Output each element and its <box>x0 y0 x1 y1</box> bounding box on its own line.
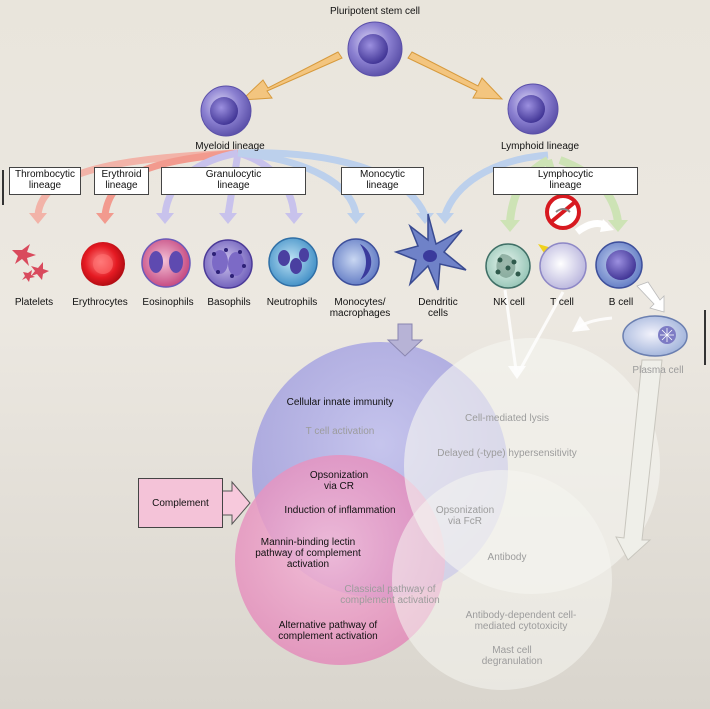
erythrocytes-label: Erythrocytes <box>72 297 128 308</box>
monocytes-line1: Monocytes/ <box>334 297 386 308</box>
venn-antibody: Antibody <box>487 552 527 563</box>
neutrophil-icon <box>268 237 318 287</box>
alternative-line2: complement activation <box>278 631 378 642</box>
dendritic-line2: cells <box>427 308 448 319</box>
plasma-cell-icon <box>622 315 688 357</box>
venn-classical-pathway: Classical pathway of complement activati… <box>340 584 440 606</box>
stem-cell <box>347 21 403 77</box>
lymphocytic-lineage-box: Lymphocytic lineage <box>493 167 638 195</box>
monocytic-line2: lineage <box>366 180 399 191</box>
complement-box: Complement <box>138 478 223 528</box>
eosinophils-label: Eosinophils <box>142 297 194 308</box>
neutrophils-label: Neutrophils <box>266 297 318 308</box>
venn-delayed-hypersensitivity: Delayed (-type) hypersensitivity <box>437 448 577 459</box>
granulocytic-line1: Granulocytic <box>205 169 262 180</box>
venn-cellular-innate: Cellular innate immunity <box>286 397 394 408</box>
b-to-plasma-arrow <box>636 281 665 313</box>
monocytic-lineage-box: Monocytic lineage <box>341 167 424 195</box>
venn-opsonization-cr: Opsonization via CR <box>310 470 368 492</box>
t-cell-label: T cell <box>550 297 574 308</box>
adcc-line2: mediated cytotoxicity <box>474 621 568 632</box>
monocytic-line1: Monocytic <box>359 169 405 180</box>
stem-arrows <box>240 51 504 101</box>
venn-alternative-pathway: Alternative pathway of complement activa… <box>278 620 378 642</box>
adcc-line1: Antibody-dependent cell- <box>465 610 577 621</box>
myeloid-progenitor-cell <box>200 85 252 137</box>
venn-circle-humoral <box>392 470 612 690</box>
venn-opsonization-fcr: Opsonization via FcR <box>436 505 494 527</box>
basophils-label: Basophils <box>207 297 251 308</box>
dendritic-line1: Dendritic <box>418 297 458 308</box>
venn-cell-mediated-lysis: Cell-mediated lysis <box>465 413 549 424</box>
b-cell-label: B cell <box>608 297 634 308</box>
alternative-line1: Alternative pathway of <box>278 620 378 631</box>
stem-cell-label: Pluripotent stem cell <box>329 6 421 17</box>
t-cell-icon <box>539 242 587 290</box>
lymphocytic-line2: lineage <box>549 180 582 191</box>
myeloid-lineage-label: Myeloid lineage <box>195 141 265 152</box>
monocytes-line2: macrophages <box>329 308 391 319</box>
monocytes-label: Monocytes/ macrophages <box>330 297 391 319</box>
basophil-icon <box>203 239 253 289</box>
mast-line1: Mast cell <box>492 645 532 656</box>
venn-arrow-heads <box>508 316 590 379</box>
nk-cell-icon <box>485 243 531 289</box>
nk-cell-label: NK cell <box>493 297 525 308</box>
erythroid-lineage-box: Erythroid lineage <box>94 167 149 195</box>
myeloid-to-venn-arrow <box>386 323 424 357</box>
lymphoid-arrow-heads <box>500 220 628 232</box>
plasma-cell-label: Plasma cell <box>632 365 684 376</box>
dendritic-label: Dendritic cells <box>418 297 457 319</box>
lymphoid-lineage-label: Lymphoid lineage <box>500 141 580 152</box>
t-to-nk-arrow <box>538 244 552 256</box>
platelets-icon <box>12 244 49 282</box>
no-entry-icon <box>545 194 581 230</box>
classical-line2: complement activation <box>340 595 440 606</box>
erythrocyte-icon <box>81 242 125 286</box>
mannin-line2: pathway of complement <box>255 548 361 559</box>
opsonization-fcr-line2: via FcR <box>448 516 482 527</box>
granulocytic-line2: lineage <box>217 180 250 191</box>
venn-circle-complement <box>235 455 445 665</box>
venn-inflammation: Induction of inflammation <box>284 505 396 516</box>
opsonization-cr-line2: via CR <box>323 481 354 492</box>
venn-mannin-binding: Mannin-binding lectin pathway of complem… <box>255 537 361 570</box>
t-to-b-arrow <box>574 219 614 235</box>
mast-line2: degranulation <box>481 656 543 667</box>
venn-diagram <box>235 338 660 690</box>
opsonization-fcr-line1: Opsonization <box>435 505 495 516</box>
mannin-line1: Mannin-binding lectin <box>260 537 356 548</box>
lymphoid-progenitor-cell <box>507 83 559 135</box>
lymphocytic-line1: Lymphocytic <box>537 169 594 180</box>
myeloid-arrow-heads <box>29 213 454 224</box>
eosinophil-icon <box>141 238 191 288</box>
thrombocytic-lineage-box: Thrombocytic lineage <box>9 167 81 195</box>
plasma-to-antibody-arrow <box>615 359 663 561</box>
platelets-label: Platelets <box>14 297 54 308</box>
granulocytic-lineage-box: Granulocytic lineage <box>161 167 306 195</box>
venn-mast-cell: Mast cell degranulation <box>482 645 543 667</box>
thrombocytic-line2: lineage <box>28 180 62 191</box>
venn-adcc: Antibody-dependent cell- mediated cytoto… <box>466 610 577 632</box>
complement-arrow <box>221 480 251 526</box>
erythroid-line2: lineage <box>105 180 138 191</box>
erythroid-line1: Erythroid <box>101 169 142 180</box>
mannin-line3: activation <box>286 559 330 570</box>
classical-line1: Classical pathway of <box>344 584 436 595</box>
venn-t-cell-activation: T cell activation <box>305 426 375 437</box>
b-cell-icon <box>595 241 643 289</box>
opsonization-cr-line1: Opsonization <box>309 470 369 481</box>
dendritic-cell-icon <box>393 213 467 291</box>
thrombocytic-line1: Thrombocytic <box>14 169 75 180</box>
monocyte-icon <box>332 238 380 286</box>
